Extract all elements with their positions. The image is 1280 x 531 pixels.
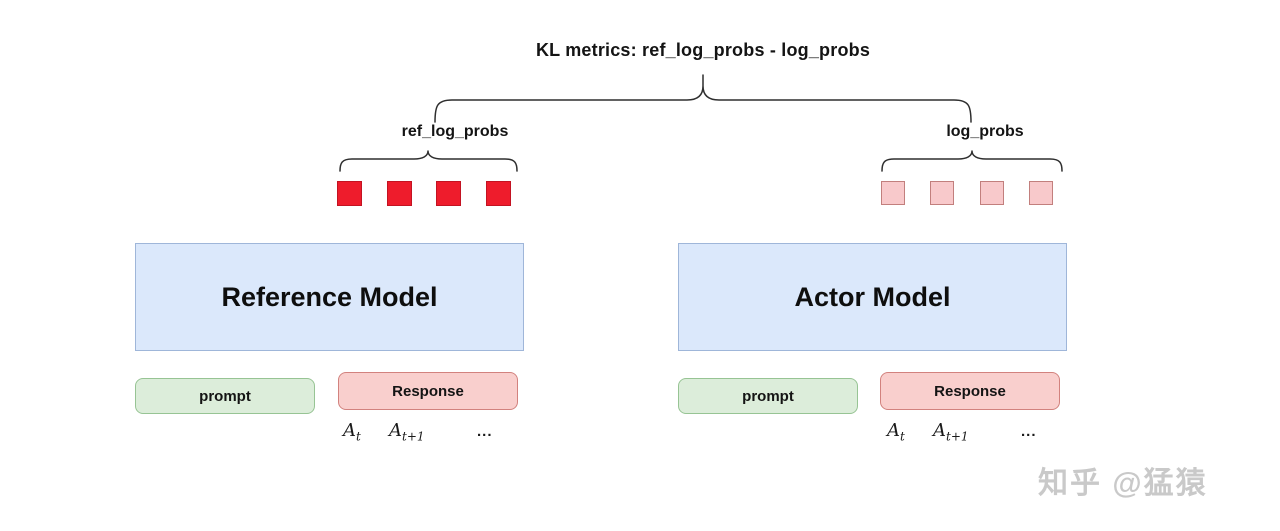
reference-model-label: Reference Model — [221, 281, 438, 312]
right-tokens-brace-icon — [881, 150, 1063, 172]
token-sub: t — [900, 429, 905, 444]
prompt-label: prompt — [742, 387, 794, 405]
token-a-t: At — [887, 420, 905, 444]
response-label: Response — [934, 382, 1006, 400]
response-label: Response — [392, 382, 464, 400]
logprob-square — [485, 180, 511, 206]
logprob-square — [979, 181, 1004, 205]
actor-model-box: Actor Model — [678, 243, 1067, 351]
actor-prompt-chip: prompt — [678, 378, 858, 414]
logprob-square — [1028, 181, 1053, 205]
logprob-square — [930, 181, 955, 205]
token-base: A — [343, 420, 356, 441]
ref-log-probs-label: ref_log_probs — [401, 123, 509, 140]
reference-model-box: Reference Model — [135, 243, 524, 351]
token-a-t1: At+1 — [933, 420, 969, 444]
token-ellipsis: ... — [1021, 423, 1037, 440]
actor-response-chip: Response — [880, 372, 1060, 410]
token-a-t: At — [343, 420, 361, 444]
token-sub: t+1 — [402, 429, 425, 444]
prompt-label: prompt — [199, 387, 251, 405]
reference-response-chip: Response — [338, 372, 518, 410]
token-a-t1: At+1 — [389, 420, 425, 444]
token-base: A — [933, 420, 946, 441]
split-brace-icon — [434, 74, 972, 123]
token-ellipsis: ... — [477, 423, 493, 440]
token-base: A — [389, 420, 402, 441]
logprob-square — [337, 180, 362, 206]
ref-logprob-squares — [337, 180, 511, 206]
token-sub: t — [356, 429, 361, 444]
left-tokens-brace-icon — [339, 150, 518, 172]
zhihu-watermark: 知乎 @猛猿 — [1038, 467, 1208, 500]
token-sub: t+1 — [946, 429, 969, 444]
log-probs-label: log_probs — [946, 123, 1024, 140]
actor-model-label: Actor Model — [794, 281, 951, 312]
logprob-square — [436, 180, 462, 206]
actor-logprob-squares — [881, 181, 1053, 205]
token-base: A — [887, 420, 900, 441]
diagram-title: KL metrics: ref_log_probs - log_probs — [535, 40, 871, 60]
reference-prompt-chip: prompt — [135, 378, 315, 414]
logprob-square — [881, 181, 905, 205]
logprob-square — [386, 180, 412, 206]
